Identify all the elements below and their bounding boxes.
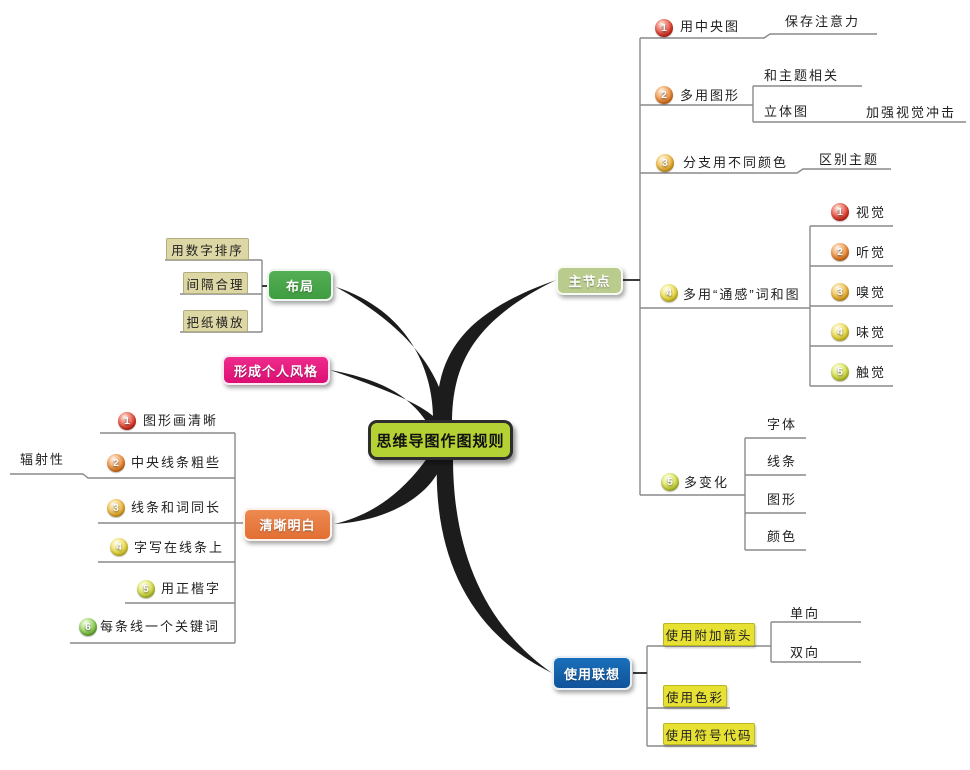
- sense-ball-1-icon: 1: [831, 203, 849, 221]
- sense-ball-4-icon: 4: [831, 323, 849, 341]
- number-ball-3-icon: 3: [656, 154, 674, 172]
- clarity-item-2-label[interactable]: 中央线条粗些: [131, 455, 222, 470]
- clarity-ball-4-icon: 4: [110, 538, 128, 556]
- clarity-ball-5-icon: 5: [137, 580, 155, 598]
- center-topic[interactable]: 思维导图作图规则: [368, 420, 513, 460]
- sense-2-label[interactable]: 听觉: [856, 245, 887, 260]
- sense-ball-5-icon: 5: [831, 363, 849, 381]
- main-item-4-label[interactable]: 多用“通感”词和图: [683, 287, 801, 302]
- branch-association[interactable]: 使用联想: [552, 656, 632, 690]
- variation-shape-label[interactable]: 图形: [767, 492, 798, 507]
- sense-ball-2-icon: 2: [831, 243, 849, 261]
- clarity-item-1-label[interactable]: 图形画清晰: [143, 413, 219, 428]
- sense-4-label[interactable]: 味觉: [856, 325, 887, 340]
- clarity-ball-2-icon: 2: [107, 454, 125, 472]
- main-item-2-sub2[interactable]: 立体图: [764, 104, 810, 119]
- number-ball-2-icon: 2: [655, 86, 673, 104]
- branch-personal-style[interactable]: 形成个人风格: [222, 355, 330, 385]
- variation-font-label[interactable]: 字体: [767, 417, 798, 432]
- branch-clarity[interactable]: 清晰明白: [243, 508, 332, 541]
- clarity-item-4-label[interactable]: 字写在线条上: [134, 540, 225, 555]
- main-item-2-sub2-note[interactable]: 加强视觉冲击: [866, 105, 957, 120]
- clarity-ball-6-icon: 6: [79, 618, 97, 636]
- layout-item-spacing[interactable]: 间隔合理: [183, 272, 248, 294]
- number-ball-5-icon: 5: [661, 473, 679, 491]
- clarity-item-6-label[interactable]: 每条线一个关键词: [100, 619, 221, 634]
- number-ball-1-icon: 1: [655, 19, 673, 37]
- layout-item-number-order[interactable]: 用数字排序: [166, 238, 249, 260]
- main-item-3-label[interactable]: 分支用不同颜色: [683, 155, 789, 170]
- sense-ball-3-icon: 3: [831, 283, 849, 301]
- assoc-item-symbol-code[interactable]: 使用符号代码: [663, 723, 755, 745]
- arrow-twoway-label[interactable]: 双向: [790, 645, 821, 660]
- clarity-ball-1-icon: 1: [118, 412, 136, 430]
- main-item-2-sub1[interactable]: 和主题相关: [764, 68, 840, 83]
- assoc-item-arrows[interactable]: 使用附加箭头: [663, 623, 755, 646]
- clarity-ball-3-icon: 3: [107, 499, 125, 517]
- clarity-item-3-label[interactable]: 线条和词同长: [131, 500, 222, 515]
- main-item-5-label[interactable]: 多变化: [684, 475, 730, 490]
- main-item-1-label[interactable]: 用中央图: [680, 19, 741, 34]
- assoc-item-color[interactable]: 使用色彩: [663, 685, 727, 707]
- main-item-2-label[interactable]: 多用图形: [680, 88, 741, 103]
- branch-main-nodes[interactable]: 主节点: [556, 266, 623, 295]
- branch-layout[interactable]: 布局: [267, 269, 333, 301]
- arrow-oneway-label[interactable]: 单向: [790, 606, 821, 621]
- main-item-3-note[interactable]: 区别主题: [819, 152, 880, 167]
- layout-item-paper-landscape[interactable]: 把纸横放: [183, 310, 248, 332]
- sense-3-label[interactable]: 嗅觉: [856, 285, 887, 300]
- sense-5-label[interactable]: 触觉: [856, 365, 887, 380]
- main-item-1-note[interactable]: 保存注意力: [785, 14, 861, 29]
- clarity-item-5-label[interactable]: 用正楷字: [161, 581, 222, 596]
- sense-1-label[interactable]: 视觉: [856, 205, 887, 220]
- clarity-radiance-label[interactable]: 辐射性: [20, 452, 66, 467]
- number-ball-4-icon: 4: [660, 284, 678, 302]
- variation-color-label[interactable]: 颜色: [767, 529, 798, 544]
- variation-line-label[interactable]: 线条: [767, 454, 798, 469]
